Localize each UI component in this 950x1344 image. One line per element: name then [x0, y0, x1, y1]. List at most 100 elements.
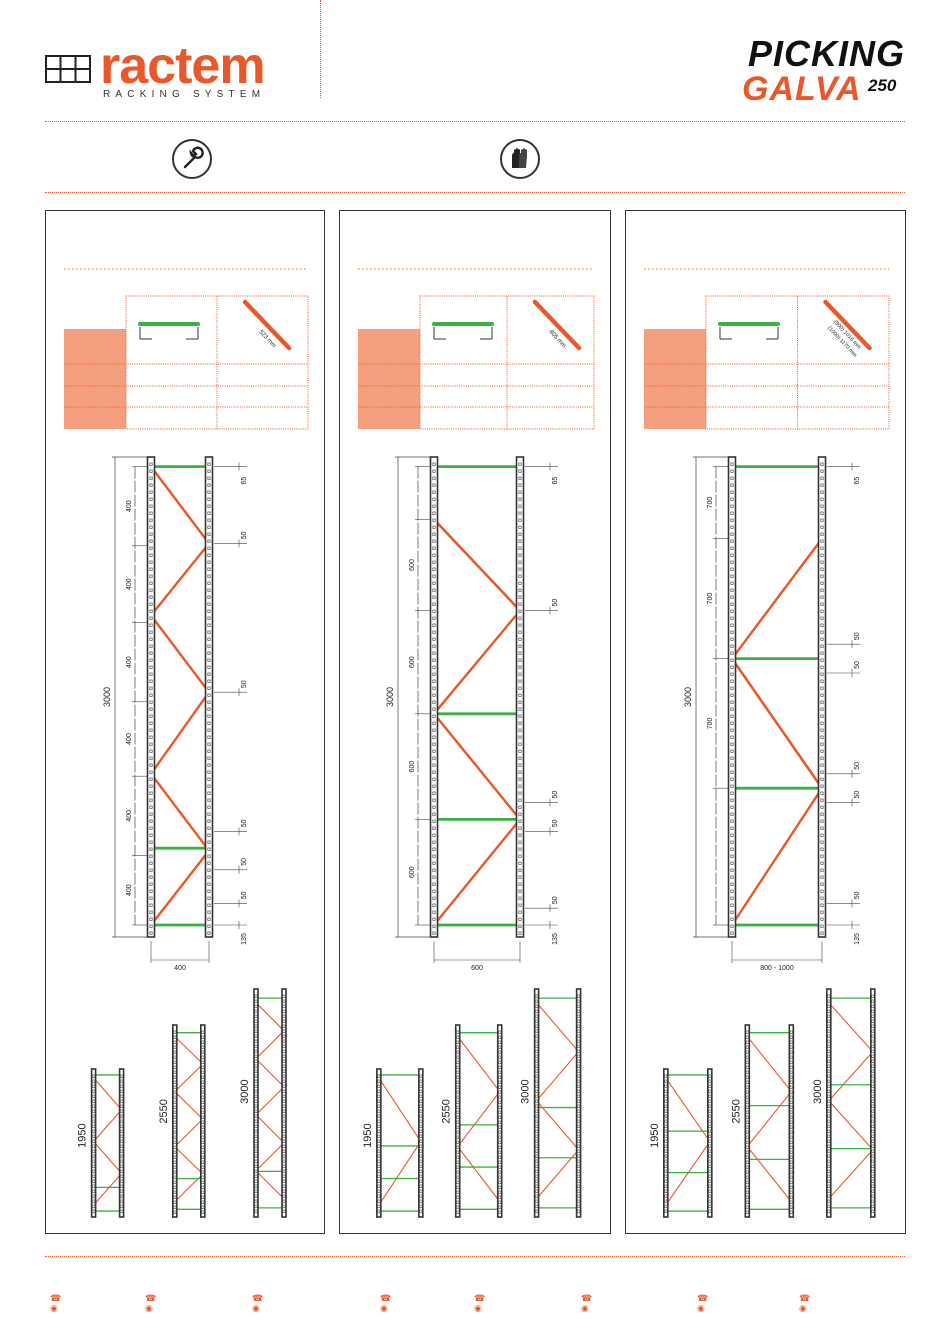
frame-elevation — [429, 456, 525, 938]
offset-label: 65 — [241, 477, 248, 485]
contact-icon: ☎◉ — [380, 1293, 392, 1313]
mini-height-label: 3000 — [239, 1079, 251, 1103]
frame-drawing: (800) 1016 mm(1000) 1170 mm3000700700700… — [644, 268, 890, 1218]
diagonal-brace — [730, 787, 824, 926]
contact-icon: ☎◉ — [145, 1293, 157, 1313]
spacing-label: 700 — [707, 593, 714, 605]
offset-label: 50 — [854, 762, 861, 770]
upright-post — [826, 988, 832, 1218]
upright-post — [146, 456, 156, 938]
diagonal-brace-icon — [532, 299, 582, 351]
contact-icon: ☎◉ — [581, 1293, 593, 1313]
logo-wordmark: ractem — [100, 37, 266, 95]
diagonal-brace — [433, 609, 521, 715]
offset-label: 135 — [854, 933, 861, 945]
header-divider — [320, 0, 321, 98]
offset-label: 135 — [552, 933, 559, 945]
separator-top — [45, 121, 905, 122]
depth-label: 600 — [471, 965, 483, 972]
offset-label: 50 — [241, 819, 248, 827]
mini-height-label: 2550 — [730, 1099, 742, 1123]
upright-post — [744, 1024, 751, 1218]
mini-height-label: 1950 — [362, 1123, 374, 1147]
total-height-label: 3000 — [102, 687, 112, 707]
spacing-label: 600 — [409, 559, 416, 571]
mini-frame-3000: 3000 — [239, 988, 287, 1218]
gloves-icon — [500, 139, 540, 179]
upright-post — [870, 988, 876, 1218]
mini-frame-2550: 2550 — [441, 1024, 503, 1218]
contact-icon: ☎◉ — [474, 1293, 486, 1313]
upright-post — [376, 1068, 382, 1218]
mini-frame-2550: 2550 — [158, 1024, 206, 1218]
offset-label: 50 — [552, 791, 559, 799]
brand-title-line2: GALVA — [742, 70, 862, 108]
mini-frame-3000: 3000 — [812, 988, 876, 1218]
diagonal-brace — [150, 691, 210, 775]
offset-label: 50 — [854, 632, 861, 640]
brand-title-suffix: 250 — [868, 76, 897, 95]
logo-subtitle: RACKING SYSTEM — [103, 89, 266, 100]
total-height-label: 3000 — [683, 687, 693, 707]
offset-label: 50 — [241, 858, 248, 866]
mini-frame-2550: 2550 — [730, 1024, 795, 1218]
separator-mid — [45, 192, 905, 193]
offset-label: 50 — [552, 819, 559, 827]
diagonal-brace — [433, 713, 521, 821]
spec-table-header-cell — [644, 329, 706, 429]
upright-post — [727, 456, 737, 938]
offset-label: 50 — [241, 680, 248, 688]
mini-height-label: 2550 — [441, 1099, 453, 1123]
upright-post — [90, 1068, 97, 1218]
diagonal-brace — [731, 537, 823, 660]
offset-label: 65 — [854, 477, 861, 485]
mini-height-label: 2550 — [158, 1099, 170, 1123]
upright-post — [454, 1024, 461, 1218]
spacing-label: 400 — [126, 578, 133, 590]
upright-post — [817, 456, 827, 938]
diagonal-brace — [731, 657, 823, 789]
depth-label: 400 — [174, 965, 186, 972]
offset-label: 50 — [241, 891, 248, 899]
diagonal-brace — [433, 518, 521, 612]
upright-post — [281, 988, 287, 1218]
spacing-label: 600 — [409, 761, 416, 773]
upright-post — [204, 456, 214, 938]
depth-dimension: 600 — [433, 941, 521, 972]
spacing-label: 600 — [409, 866, 416, 878]
mini-frame-1950: 1950 — [362, 1068, 424, 1218]
diagonal-brace — [150, 614, 210, 693]
contact-icon: ☎◉ — [799, 1293, 811, 1313]
diagonal-brace-icon — [823, 299, 872, 351]
spacing-label: 700 — [707, 497, 714, 509]
diagonal-brace — [150, 849, 210, 926]
upright-post — [429, 456, 439, 938]
offset-label: 50 — [854, 661, 861, 669]
mini-height-label: 3000 — [812, 1079, 824, 1103]
spacing-label: 700 — [707, 717, 714, 729]
contact-icon: ☎◉ — [50, 1293, 62, 1313]
contact-icon: ☎◉ — [697, 1293, 709, 1313]
upright-post — [172, 1024, 178, 1218]
diagonal-brace — [150, 542, 210, 617]
diagonal-brace — [433, 818, 521, 926]
mini-frame-1950: 1950 — [77, 1068, 125, 1218]
depth-dimension: 800 - 1000 — [731, 941, 823, 972]
upright-post — [533, 988, 540, 1218]
upright-post — [253, 988, 259, 1218]
depth-dimension: 400 — [150, 941, 210, 972]
spec-table: 523 mm — [64, 295, 309, 430]
offset-label: 50 — [854, 891, 861, 899]
spacing-label: 400 — [126, 810, 133, 822]
offset-label: 135 — [241, 933, 248, 945]
mini-height-label: 1950 — [77, 1123, 89, 1147]
offset-label: 65 — [552, 477, 559, 485]
separator-bottom — [45, 1256, 905, 1257]
